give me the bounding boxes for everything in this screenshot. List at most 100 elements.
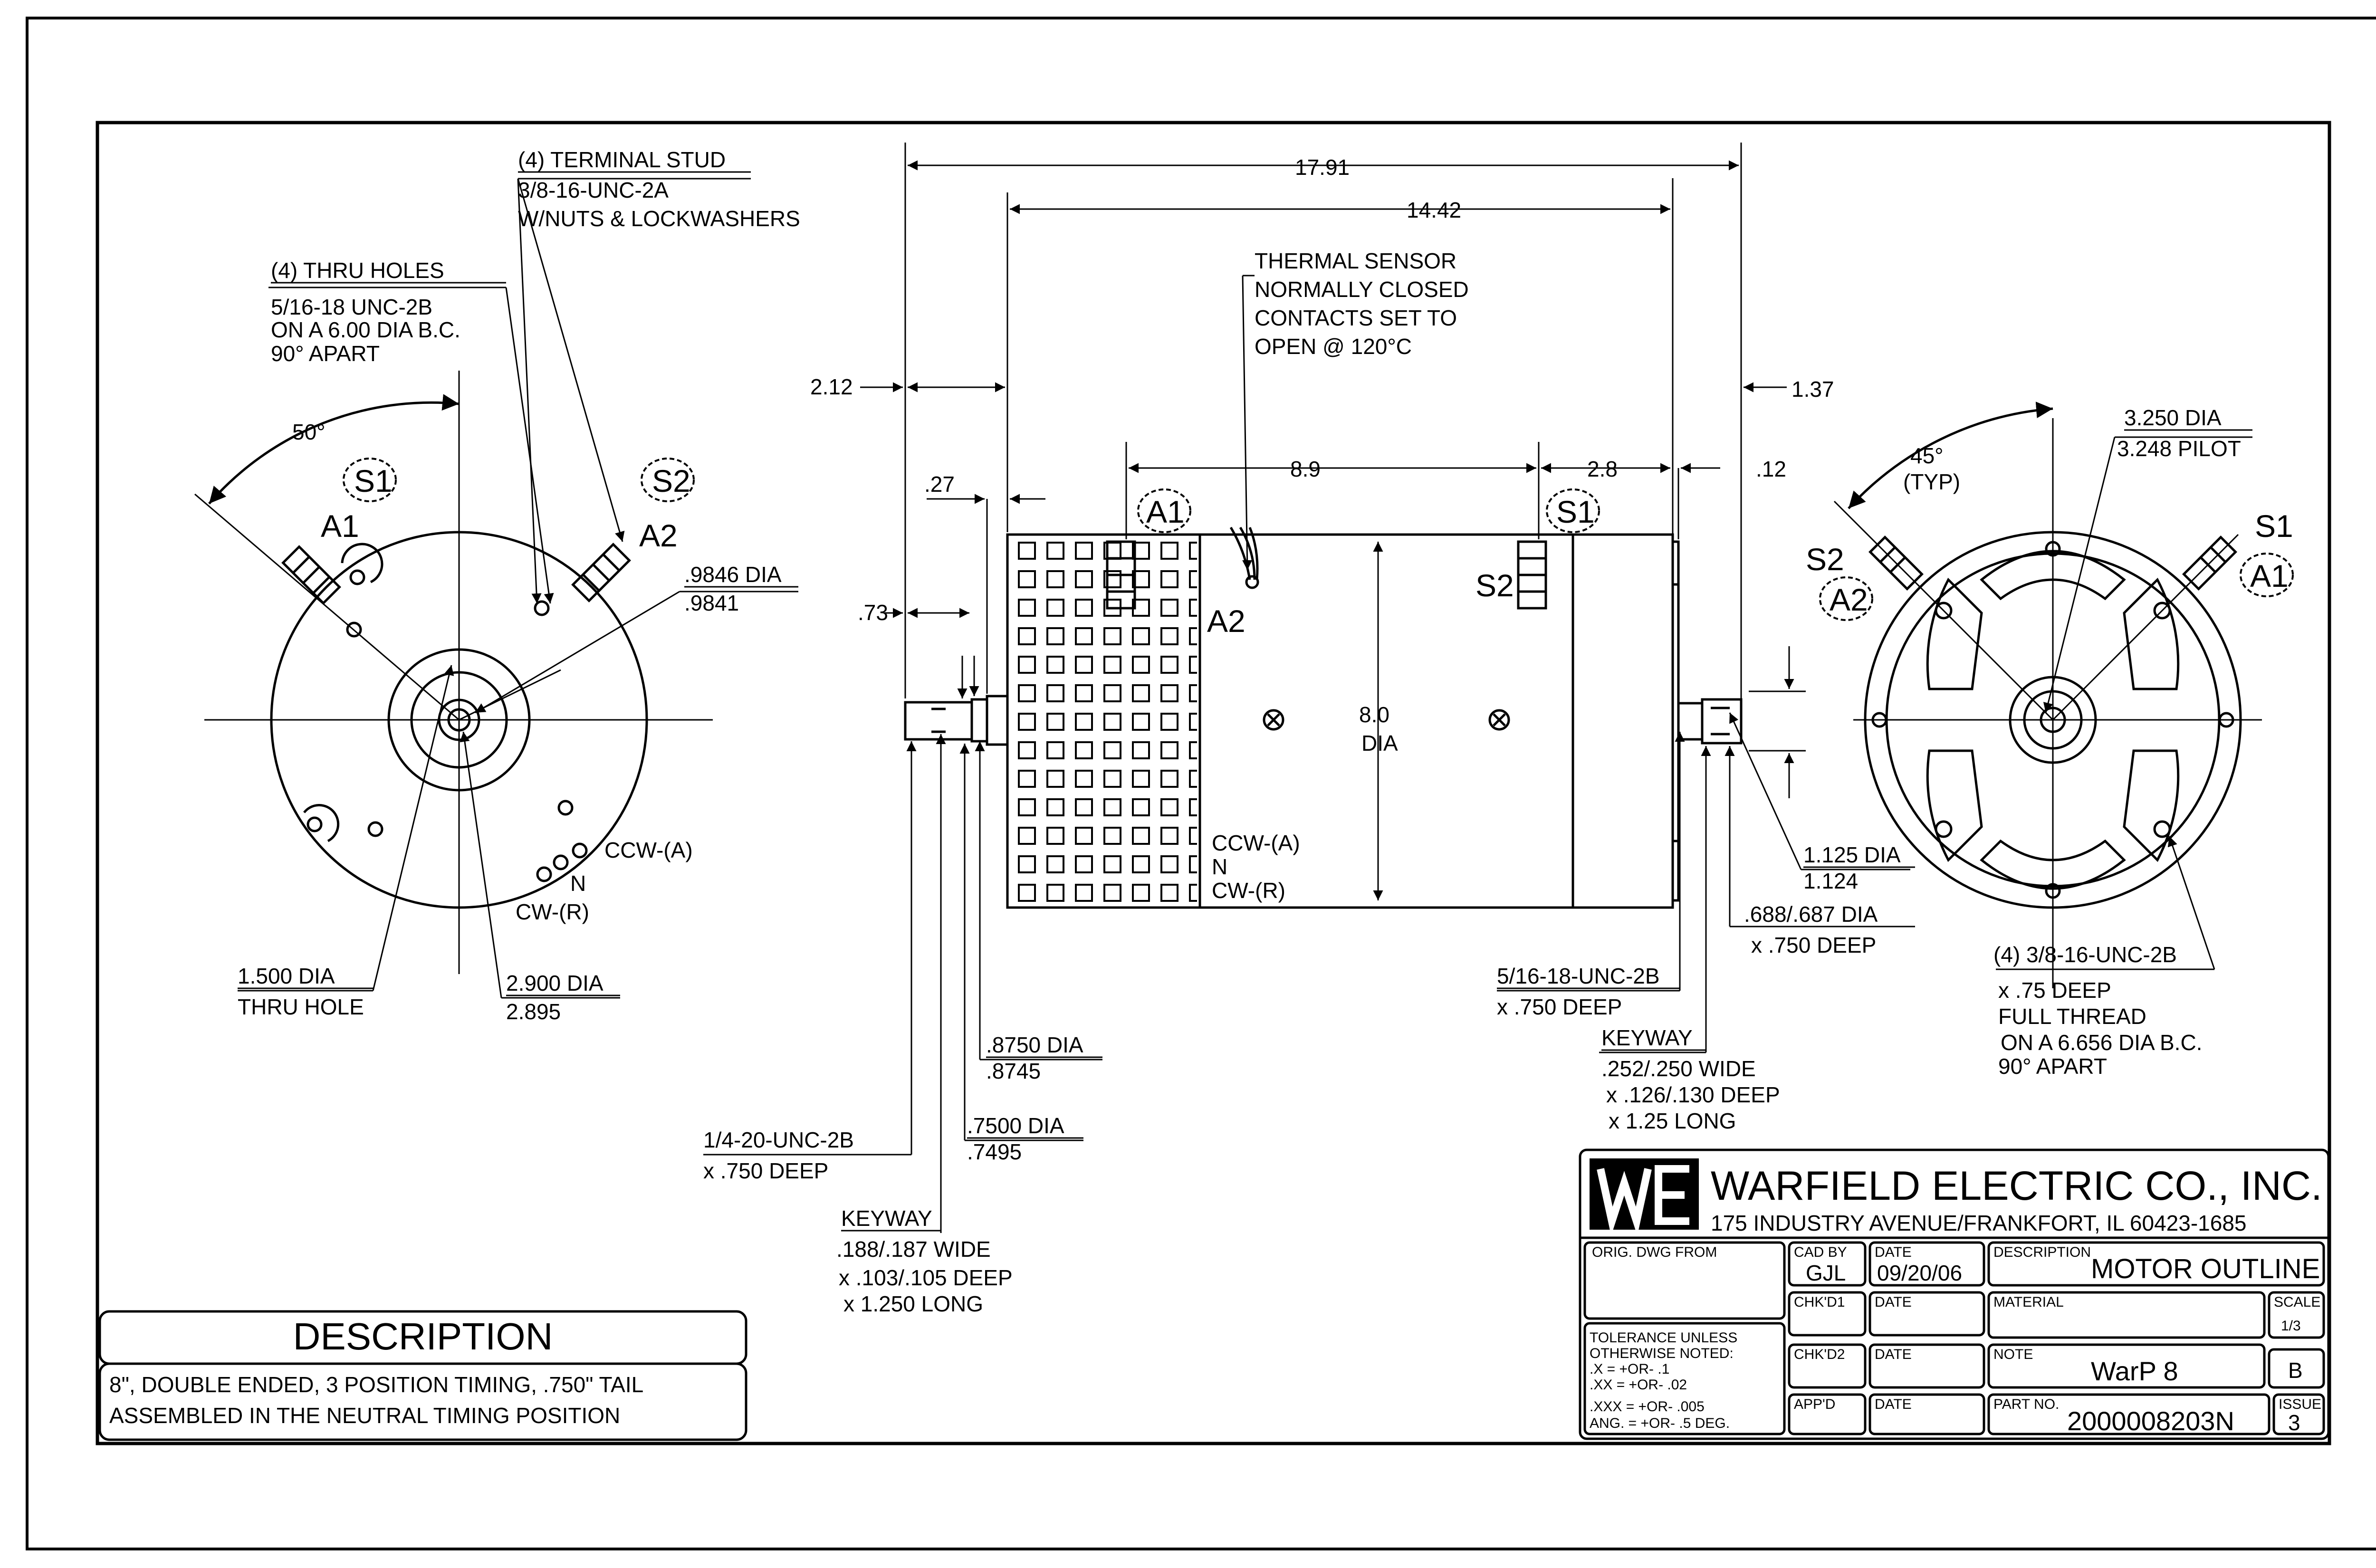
date-value: 09/20/06 [1877,1261,1962,1285]
right-extension: 1.37 [1792,377,1834,402]
part-label: PART NO. [1993,1396,2059,1412]
thru-hole-dia: 1.500 DIA [238,964,335,988]
s1-label: S1 [2255,508,2293,544]
description-label: DESCRIPTION [1993,1244,2091,1260]
callout-underlines [238,171,2252,1232]
side-view [703,143,1915,1233]
keyway-left-line2: x .103/.105 DEEP [839,1265,1013,1290]
tap-right-upper: 5/16-18-UNC-2B [1497,964,1660,988]
right-end-view [1819,402,2294,988]
inner-border [96,121,2331,1445]
shaft-dia-lower: 1.124 [1803,869,1858,893]
tolerance-line6: ANG. = +OR- .5 DEG. [1590,1415,1730,1431]
angle-50: 50° [292,420,326,444]
holes-line2: x .75 DEEP [1998,978,2111,1003]
orig-dwg-label: ORIG. DWG FROM [1592,1244,1717,1260]
thru-holes-line2: ON A 6.00 DIA B.C. [271,317,460,342]
scale-label: SCALE [2274,1294,2320,1310]
bore-dia-upper: .9846 DIA [684,562,782,587]
holes-line4: ON A 6.656 DIA B.C. [2001,1030,2202,1055]
thru-hole-label: THRU HOLE [238,994,364,1019]
cad-by-value: GJL [1806,1261,1846,1285]
angle-45: 45° [1910,443,1944,468]
thermal-line2: NORMALLY CLOSED [1255,277,1469,302]
keyway-left-title: KEYWAY [841,1206,932,1231]
a2-label: A2 [639,518,678,553]
date-label-4: DATE [1875,1396,1912,1412]
pilot-dia-lower: 2.895 [506,999,561,1024]
tolerance-line2: OTHERWISE NOTED: [1590,1346,1734,1361]
dim-0-12: .12 [1756,457,1786,481]
issue-label: ISSUE [2279,1396,2321,1412]
description-box [98,1310,747,1441]
tolerance-line1: TOLERANCE UNLESS [1590,1330,1737,1346]
issue-value: 3 [2288,1410,2300,1435]
body-dia-label: DIA [1361,731,1398,755]
keyway-left-line3: x 1.250 LONG [843,1291,983,1316]
side-view-labels: 17.91 14.42 2.12 1.37 8.9 2.8 .12 .27 .7… [703,155,1901,1316]
terminal-stud-spec: 3/8-16-UNC-2A [518,178,669,202]
tolerance-line3: .X = +OR- .1 [1590,1361,1669,1377]
ccw-label: CCW-(A) [1212,831,1300,855]
appd-label: APP'D [1794,1396,1835,1412]
n-label: N [570,871,586,896]
bore-dia-lower: .9841 [684,591,739,615]
thru-holes-title: (4) THRU HOLES [271,258,444,283]
overall-length: 17.91 [1295,155,1350,180]
chk2-label: CHK'D2 [1794,1347,1845,1362]
a2-label: A2 [1207,603,1245,639]
tap-left-upper: 1/4-20-UNC-2B [703,1128,854,1152]
tail-dia-upper: .688/.687 DIA [1744,902,1878,927]
dia-875-upper: .8750 DIA [986,1033,1083,1057]
description-line2: ASSEMBLED IN THE NEUTRAL TIMING POSITION [109,1403,620,1428]
thermal-line1: THERMAL SENSOR [1255,249,1456,273]
left-extension: 2.12 [810,374,853,399]
s2-label: S2 [1475,568,1514,603]
left-end-view [194,178,798,999]
s1-callout: S1 [1556,494,1595,529]
a2-callout: A2 [1830,582,1868,617]
pilot-dia-upper: 2.900 DIA [506,971,604,995]
dim-0-73: .73 [858,600,888,625]
material-label: MATERIAL [1993,1294,2064,1310]
s1-callout: S1 [354,463,393,498]
n-label: N [1212,854,1227,879]
thru-holes-line1: 5/16-18 UNC-2B [271,295,432,319]
body-length: 14.42 [1407,198,1461,222]
a1-callout: A1 [2250,558,2289,593]
pilot-dia-lower: 3.248 PILOT [2117,436,2241,461]
dim-0-27: .27 [924,472,955,497]
terminal-stud-title: (4) TERMINAL STUD [518,147,726,172]
date-label-1: DATE [1875,1244,1912,1260]
keyway-right-line2: x .126/.130 DEEP [1606,1082,1780,1107]
left-end-view-labels: (4) TERMINAL STUD 3/8-16-UNC-2A W/NUTS &… [238,147,800,1024]
thermal-line3: CONTACTS SET TO [1255,306,1457,330]
a1-label: A1 [321,508,359,544]
tolerance-line5: .XXX = +OR- .005 [1590,1399,1705,1415]
cw-label: CW-(R) [516,899,589,924]
outer-border [26,17,2376,1550]
tail-dia-lower: x .750 DEEP [1751,933,1876,957]
s2-callout: S2 [652,463,690,498]
date-label-2: DATE [1875,1294,1912,1310]
keyway-right-title: KEYWAY [1601,1025,1693,1050]
description-line1: 8", DOUBLE ENDED, 3 POSITION TIMING, .75… [109,1372,643,1397]
keyway-right-line1: .252/.250 WIDE [1601,1056,1756,1081]
shaft-dia-upper: 1.125 DIA [1803,842,1901,867]
tap-left-lower: x .750 DEEP [703,1158,828,1183]
body-dia-value: 8.0 [1359,702,1389,727]
title-block [1579,1148,2330,1440]
company-address: 175 INDUSTRY AVENUE/FRANKFORT, IL 60423-… [1711,1211,2247,1235]
holes-line1: (4) 3/8-16-UNC-2B [1993,942,2177,967]
pilot-dia-upper: 3.250 DIA [2124,405,2222,430]
dim-8-9: 8.9 [1290,457,1321,481]
keyway-right-line3: x 1.25 LONG [1609,1109,1736,1133]
scale-value: 1/3 [2281,1318,2301,1334]
cad-by-label: CAD BY [1794,1244,1847,1260]
chk1-label: CHK'D1 [1794,1294,1845,1310]
company-name: WARFIELD ELECTRIC CO., INC. [1711,1163,2322,1209]
ccw-label: CCW-(A) [604,838,693,862]
thru-holes-line3: 90° APART [271,341,380,366]
thermal-line4: OPEN @ 120°C [1255,334,1412,359]
